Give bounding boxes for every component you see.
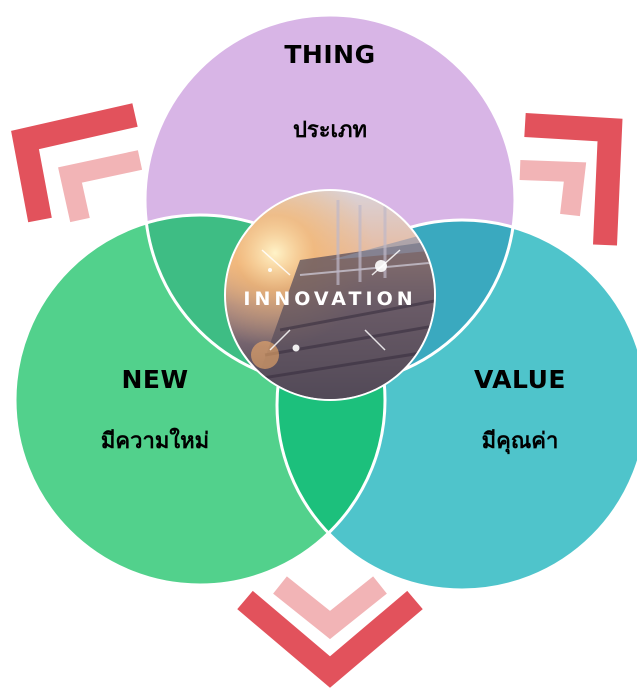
thing-subtitle: ประเภท [292, 118, 368, 143]
thing-title: THING [284, 40, 376, 69]
top-left-arrow-icon [11, 103, 143, 223]
top-right-arrow-icon [519, 113, 623, 246]
bottom-arrow-icon [237, 576, 423, 688]
innovation-label: INNOVATION [243, 288, 416, 310]
value-title: VALUE [474, 365, 566, 394]
new-subtitle: มีความใหม่ [100, 429, 210, 454]
value-subtitle: มีคุณค่า [481, 429, 559, 454]
new-title: NEW [121, 365, 189, 394]
innovation-image: INNOVATION [224, 189, 436, 401]
